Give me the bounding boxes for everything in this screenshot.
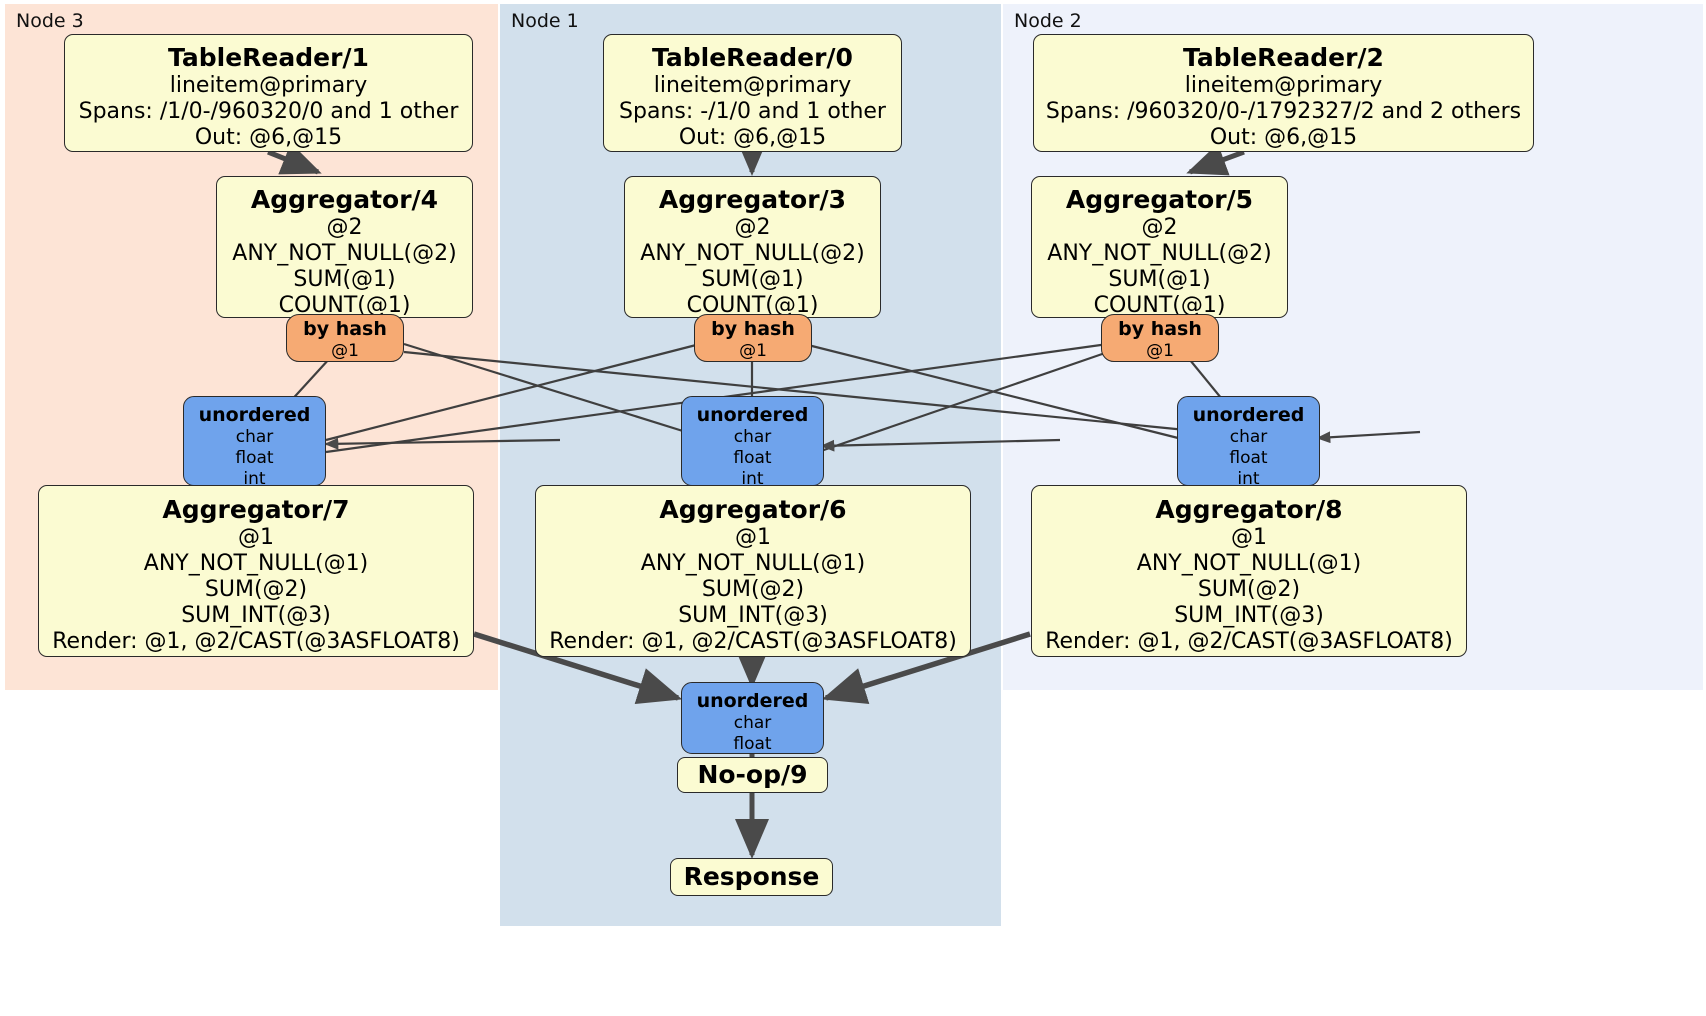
- node-title: Response: [683, 862, 820, 891]
- node-line: Out: @6,@15: [1209, 125, 1358, 150]
- node-line: ANY_NOT_NULL(@2): [1047, 241, 1272, 266]
- node-title: No-op/9: [697, 760, 808, 789]
- node-tablereader-1[interactable]: TableReader/1 lineitem@primary Spans: /1…: [64, 34, 473, 152]
- router-title: by hash: [711, 318, 795, 340]
- node-line: SUM_INT(@3): [181, 603, 331, 628]
- node-line: Render: @1, @2/CAST(@3ASFLOAT8): [1045, 629, 1453, 654]
- node-line: lineitem@primary: [1184, 73, 1383, 98]
- router-line: @1: [331, 341, 359, 361]
- router-title: by hash: [1118, 318, 1202, 340]
- node-line: @2: [1141, 215, 1178, 240]
- sync-title: unordered: [696, 404, 809, 426]
- sync-unordered-right[interactable]: unordered char float int: [1177, 396, 1320, 489]
- panel-node-1-label: Node 1: [511, 10, 579, 32]
- node-line: SUM(@2): [701, 577, 805, 602]
- sync-line: float: [1229, 448, 1268, 468]
- node-aggregator-7[interactable]: Aggregator/7 @1 ANY_NOT_NULL(@1) SUM(@2)…: [38, 485, 474, 657]
- node-line: @1: [735, 525, 771, 550]
- sync-line: char: [733, 713, 772, 733]
- node-line: @1: [1231, 525, 1267, 550]
- sync-line: float: [733, 448, 772, 468]
- node-line: SUM(@1): [701, 267, 804, 292]
- sync-line: float: [235, 448, 274, 468]
- router-by-hash-left[interactable]: by hash @1: [286, 314, 404, 362]
- node-aggregator-3[interactable]: Aggregator/3 @2 ANY_NOT_NULL(@2) SUM(@1)…: [624, 176, 881, 318]
- node-line: SUM(@1): [1108, 267, 1211, 292]
- node-no-op-9[interactable]: No-op/9: [677, 757, 828, 793]
- sync-line: char: [733, 427, 772, 447]
- node-title: Aggregator/3: [658, 185, 847, 214]
- node-title: TableReader/2: [1183, 43, 1384, 72]
- node-line: COUNT(@1): [686, 293, 819, 318]
- node-line: ANY_NOT_NULL(@1): [640, 551, 866, 576]
- sync-unordered-final[interactable]: unordered char float: [681, 682, 824, 754]
- node-line: Spans: /1/0-/960320/0 and 1 other: [78, 99, 459, 124]
- node-response[interactable]: Response: [670, 858, 833, 896]
- node-line: Spans: /960320/0-/1792327/2 and 2 others: [1045, 99, 1522, 124]
- node-title: Aggregator/7: [162, 495, 350, 524]
- node-aggregator-5[interactable]: Aggregator/5 @2 ANY_NOT_NULL(@2) SUM(@1)…: [1031, 176, 1288, 318]
- router-by-hash-center[interactable]: by hash @1: [694, 314, 812, 362]
- node-line: @1: [238, 525, 274, 550]
- node-aggregator-4[interactable]: Aggregator/4 @2 ANY_NOT_NULL(@2) SUM(@1)…: [216, 176, 473, 318]
- node-title: Aggregator/8: [1155, 495, 1343, 524]
- sync-line: char: [235, 427, 274, 447]
- node-line: SUM_INT(@3): [1174, 603, 1324, 628]
- node-line: Render: @1, @2/CAST(@3ASFLOAT8): [52, 629, 460, 654]
- sync-line: float: [733, 734, 772, 754]
- node-aggregator-8[interactable]: Aggregator/8 @1 ANY_NOT_NULL(@1) SUM(@2)…: [1031, 485, 1467, 657]
- sync-unordered-center[interactable]: unordered char float int: [681, 396, 824, 489]
- router-line: @1: [1146, 341, 1174, 361]
- node-title: Aggregator/5: [1065, 185, 1254, 214]
- panel-node-2-label: Node 2: [1014, 10, 1082, 32]
- node-tablereader-0[interactable]: TableReader/0 lineitem@primary Spans: -/…: [603, 34, 902, 152]
- node-line: ANY_NOT_NULL(@2): [232, 241, 457, 266]
- node-title: Aggregator/4: [250, 185, 439, 214]
- router-title: by hash: [303, 318, 387, 340]
- node-line: SUM(@2): [204, 577, 308, 602]
- sync-title: unordered: [198, 404, 311, 426]
- router-line: @1: [739, 341, 767, 361]
- node-line: ANY_NOT_NULL(@1): [143, 551, 369, 576]
- node-line: ANY_NOT_NULL(@1): [1136, 551, 1362, 576]
- node-line: Render: @1, @2/CAST(@3ASFLOAT8): [549, 629, 957, 654]
- node-tablereader-2[interactable]: TableReader/2 lineitem@primary Spans: /9…: [1033, 34, 1534, 152]
- node-aggregator-6[interactable]: Aggregator/6 @1 ANY_NOT_NULL(@1) SUM(@2)…: [535, 485, 971, 657]
- node-line: @2: [734, 215, 771, 240]
- panel-node-3-label: Node 3: [16, 10, 84, 32]
- node-line: SUM_INT(@3): [678, 603, 828, 628]
- node-line: COUNT(@1): [278, 293, 411, 318]
- node-title: Aggregator/6: [659, 495, 847, 524]
- sync-title: unordered: [696, 690, 809, 712]
- node-line: lineitem@primary: [653, 73, 852, 98]
- sync-line: int: [243, 469, 266, 489]
- node-line: Spans: -/1/0 and 1 other: [619, 99, 886, 124]
- node-line: @2: [326, 215, 363, 240]
- node-line: Out: @6,@15: [194, 125, 343, 150]
- sync-line: char: [1229, 427, 1268, 447]
- node-title: TableReader/1: [168, 43, 369, 72]
- node-line: Out: @6,@15: [678, 125, 827, 150]
- sync-line: int: [741, 469, 764, 489]
- sync-title: unordered: [1192, 404, 1305, 426]
- node-line: ANY_NOT_NULL(@2): [640, 241, 865, 266]
- sync-unordered-left[interactable]: unordered char float int: [183, 396, 326, 489]
- node-line: COUNT(@1): [1093, 293, 1226, 318]
- node-title: TableReader/0: [652, 43, 853, 72]
- sync-line: int: [1237, 469, 1260, 489]
- router-by-hash-right[interactable]: by hash @1: [1101, 314, 1219, 362]
- node-line: SUM(@2): [1197, 577, 1301, 602]
- node-line: lineitem@primary: [169, 73, 368, 98]
- node-line: SUM(@1): [293, 267, 396, 292]
